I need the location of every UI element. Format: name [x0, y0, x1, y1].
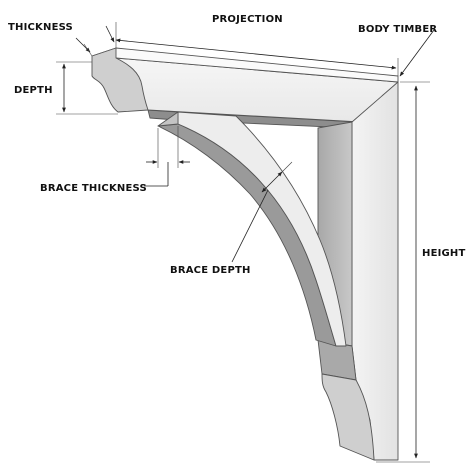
projection-dimension-line — [115, 38, 397, 70]
body-bottom-profile — [321, 373, 375, 461]
depth-label: DEPTH — [14, 85, 53, 96]
brace-depth-label: BRACE DEPTH — [170, 265, 251, 276]
bracket-body — [91, 47, 399, 461]
brace-depth-dimension-line — [261, 171, 283, 193]
projection-label: PROJECTION — [212, 14, 283, 25]
body-timber-label: BODY TIMBER — [358, 24, 437, 35]
thickness-label: THICKNESS — [8, 22, 73, 33]
height-label: HEIGHT — [422, 248, 466, 259]
body-timber-leader-line — [399, 29, 435, 77]
brace-depth-leader-line — [231, 189, 269, 263]
brace-thickness-label: BRACE THICKNESS — [40, 183, 147, 194]
brace-end-cap — [157, 111, 179, 127]
top-arm-end-profile — [91, 47, 149, 113]
labels: THICKNESS PROJECTION BODY TIMBER DEPTH B… — [8, 14, 466, 276]
dimension-lines — [56, 22, 435, 463]
